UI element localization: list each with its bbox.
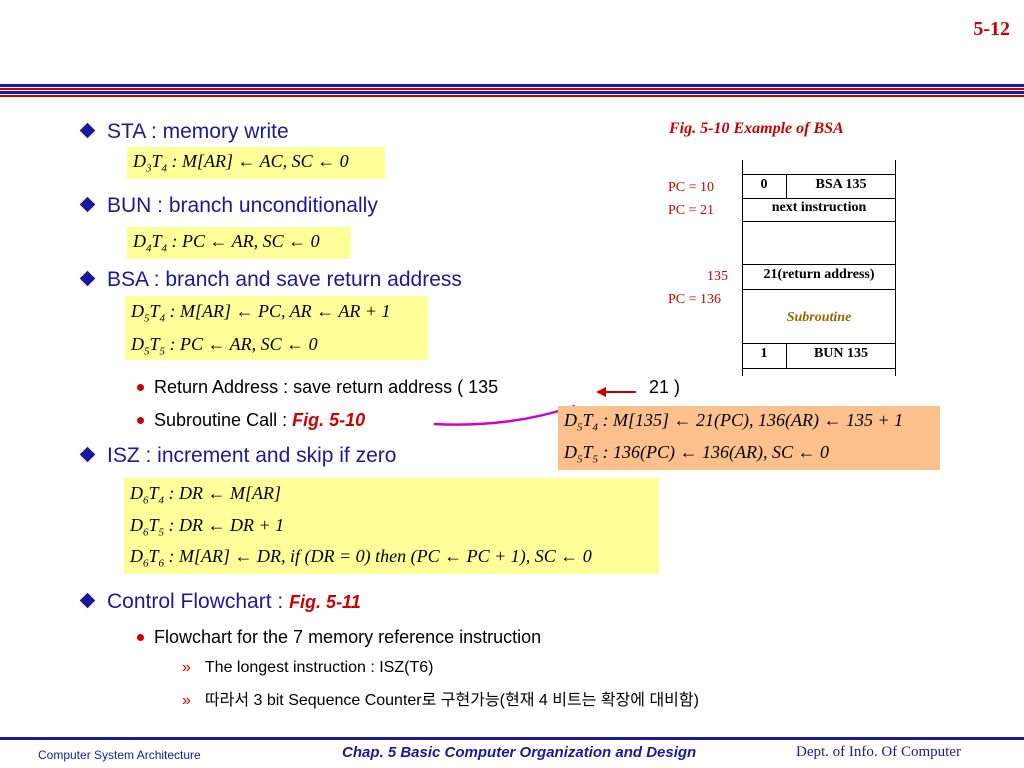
equation-line: D5T5 : 136(PC) ← 136(AR), SC ← 0 (564, 442, 829, 466)
raquo-bullet-icon: » (182, 692, 191, 709)
equation-bsa-example: D5T4 : M[135] ← 21(PC), 136(AR) ← 135 + … (558, 406, 940, 470)
equation-bsa: D5T4 : M[AR] ← PC, AR ← AR + 1 D5T5 : PC… (125, 296, 428, 360)
diamond-bullet-icon (79, 122, 96, 139)
bullet-bun: BUN : branch unconditionally (79, 194, 378, 218)
equation-sta: D3T4 : M[AR] ← AC, SC ← 0 (127, 147, 385, 179)
arrow-icon (596, 387, 636, 397)
equation-line: D6T6 : M[AR] ← DR, if (DR = 0) then (PC … (130, 546, 592, 570)
cell-return-address: 21(return address) (763, 267, 875, 282)
raquo-bullet-icon: » (182, 659, 191, 676)
diamond-bullet-icon (79, 196, 96, 213)
cell-subroutine: Subroutine (786, 310, 852, 325)
equation-line: D6T5 : DR ← DR + 1 (130, 515, 285, 539)
page-number: 5-12 (973, 18, 1010, 40)
footer-chapter: Chap. 5 Basic Computer Organization and … (342, 744, 697, 761)
figure-title: Fig. 5-10 Example of BSA (669, 120, 844, 137)
cell-next-instruction: next instruction (771, 200, 867, 215)
dot-bullet-icon (137, 384, 144, 391)
label-pc-21: PC = 21 (668, 203, 715, 218)
equation-isz: D6T4 : DR ← M[AR] D6T5 : DR ← DR + 1 D6T… (124, 478, 659, 574)
diamond-bullet-icon (79, 592, 96, 609)
cell-bsa-135: BSA 135 (815, 177, 867, 192)
footer-dept: Dept. of Info. Of Computer (796, 744, 961, 760)
bullet-korean: »따라서 3 bit Sequence Counter로 구현가능(현재 4 비… (182, 692, 699, 709)
bullet-flowchart-desc: Flowchart for the 7 memory reference ins… (137, 627, 541, 648)
cell-bun-135: BUN 135 (813, 346, 869, 361)
cell-addr-1: 1 (760, 346, 768, 361)
fig-5-11-link: Fig. 5-11 (289, 592, 361, 612)
bullet-control-flowchart: Control Flowchart : Fig. 5-11 (79, 590, 361, 614)
footer-course: Computer System Architecture (38, 748, 201, 762)
label-pc-136: PC = 136 (668, 292, 722, 307)
bullet-bsa: BSA : branch and save return address (79, 268, 462, 292)
equation-line: D5T5 : PC ← AR, SC ← 0 (131, 334, 318, 358)
label-addr-135: 135 (707, 269, 728, 284)
bullet-subroutine-call: Subroutine Call : Fig. 5-10 (137, 410, 365, 431)
memory-diagram: 0 BSA 135 next instruction 21(return add… (742, 160, 896, 376)
bullet-isz: ISZ : increment and skip if zero (79, 444, 396, 468)
footer-rule (0, 737, 1024, 740)
equation-line: D4T4 : PC ← AR, SC ← 0 (133, 231, 320, 255)
equation-bun: D4T4 : PC ← AR, SC ← 0 (127, 227, 351, 259)
diamond-bullet-icon (79, 270, 96, 287)
equation-line: D5T4 : M[AR] ← PC, AR ← AR + 1 (131, 301, 391, 325)
equation-line: D5T4 : M[135] ← 21(PC), 136(AR) ← 135 + … (564, 410, 904, 434)
fig-5-10-link: Fig. 5-10 (292, 410, 366, 430)
dot-bullet-icon (137, 634, 144, 641)
bullet-longest: »The longest instruction : ISZ(T6) (182, 659, 434, 676)
label-pc-10: PC = 10 (668, 180, 715, 195)
equation-line: D3T4 : M[AR] ← AC, SC ← 0 (133, 151, 349, 175)
cell-addr-0: 0 (760, 177, 768, 192)
equation-line: D6T4 : DR ← M[AR] (130, 483, 281, 507)
return-address-target: 21 ) (649, 377, 681, 397)
bullet-return-address: Return Address : save return address ( 1… (137, 377, 498, 398)
diamond-bullet-icon (79, 446, 96, 463)
dot-bullet-icon (137, 417, 144, 424)
bullet-sta: STA : memory write (79, 120, 289, 144)
